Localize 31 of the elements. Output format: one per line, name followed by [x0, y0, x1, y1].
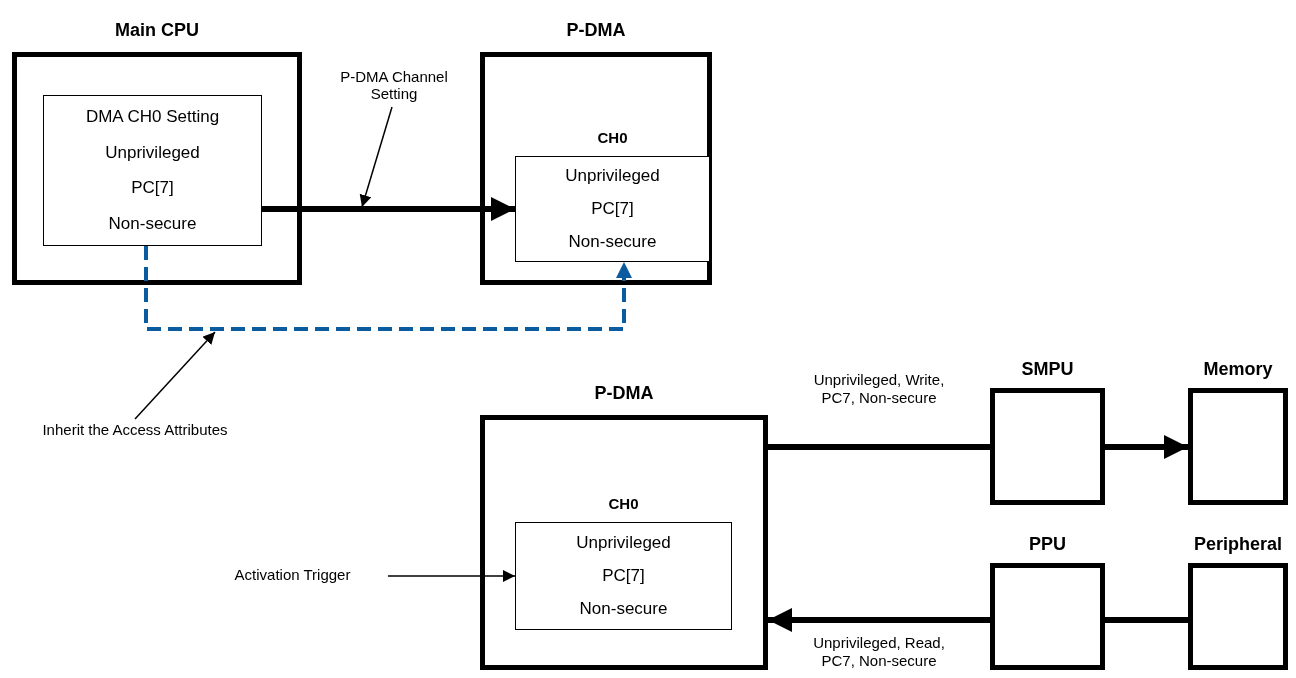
attribute-text: PC[7] — [602, 566, 645, 586]
arrow — [387, 570, 516, 582]
block-title: P-DMA — [593, 383, 655, 404]
block-title: Memory — [1202, 359, 1274, 380]
arrow — [262, 197, 515, 221]
connector-line — [768, 444, 990, 450]
attribute-text: Non-secure — [579, 599, 668, 620]
block-title: SMPU — [1020, 359, 1075, 380]
attribute-text: DMA CH0 Setting — [85, 106, 220, 127]
attribute-text: Non-secure — [108, 214, 197, 235]
arrow — [1105, 435, 1188, 459]
attribute-text: PC[7] — [131, 178, 174, 199]
block-title: Main CPU — [114, 20, 200, 41]
block-title: PPU — [1028, 534, 1067, 555]
arrow — [768, 608, 990, 632]
block-title: CH0 — [607, 495, 640, 512]
block-title: Peripheral — [1192, 534, 1283, 555]
arrow — [144, 246, 632, 331]
leader-line — [134, 331, 216, 420]
annotation-text: P-DMA Channel Setting — [335, 68, 453, 103]
attribute-text: Unprivileged — [576, 532, 671, 553]
connector-line — [1105, 617, 1188, 623]
attribute-text: Unprivileged — [105, 142, 200, 163]
attribute-text: PC[7] — [591, 199, 634, 219]
annotation-text: Inherit the Access Attributes — [5, 421, 265, 439]
attribute-text: Unprivileged — [565, 166, 660, 187]
attribute-text: Non-secure — [568, 231, 657, 252]
annotation-text: Activation Trigger — [205, 566, 380, 584]
block-title: CH0 — [596, 129, 629, 146]
leader-line — [359, 106, 393, 208]
block-title: P-DMA — [565, 20, 627, 41]
